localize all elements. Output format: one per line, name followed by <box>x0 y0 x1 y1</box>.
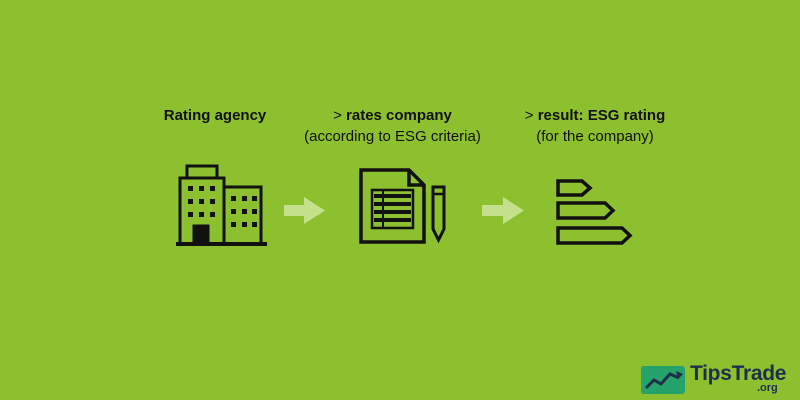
arrow-right-icon <box>482 197 524 224</box>
brand-domain: .org <box>757 382 778 394</box>
step-title: Rating agency <box>163 107 267 124</box>
step-title: result: ESG rating <box>537 107 666 124</box>
step-subtitle: (for the company) <box>536 128 654 145</box>
building-icon <box>176 164 267 246</box>
step-label-esg-rating: > result: ESG rating (for the company) <box>490 105 700 147</box>
step-label-rates-company: > rates company (according to ESG criter… <box>275 105 510 147</box>
document-with-pencil-icon <box>359 168 446 244</box>
rating-bars-icon <box>556 179 633 245</box>
step-prefix: > <box>333 107 342 124</box>
step-prefix: > <box>524 107 534 124</box>
step-subtitle: (according to ESG criteria) <box>304 128 481 145</box>
brand-name: TipsTrade <box>690 362 787 385</box>
tipstrade-logo: TipsTrade .org <box>640 362 795 398</box>
arrow-right-icon <box>284 197 325 224</box>
step-title: rates company <box>346 107 452 124</box>
chart-logo-icon <box>641 366 685 394</box>
step-label-rating-agency: Rating agency <box>135 105 295 126</box>
